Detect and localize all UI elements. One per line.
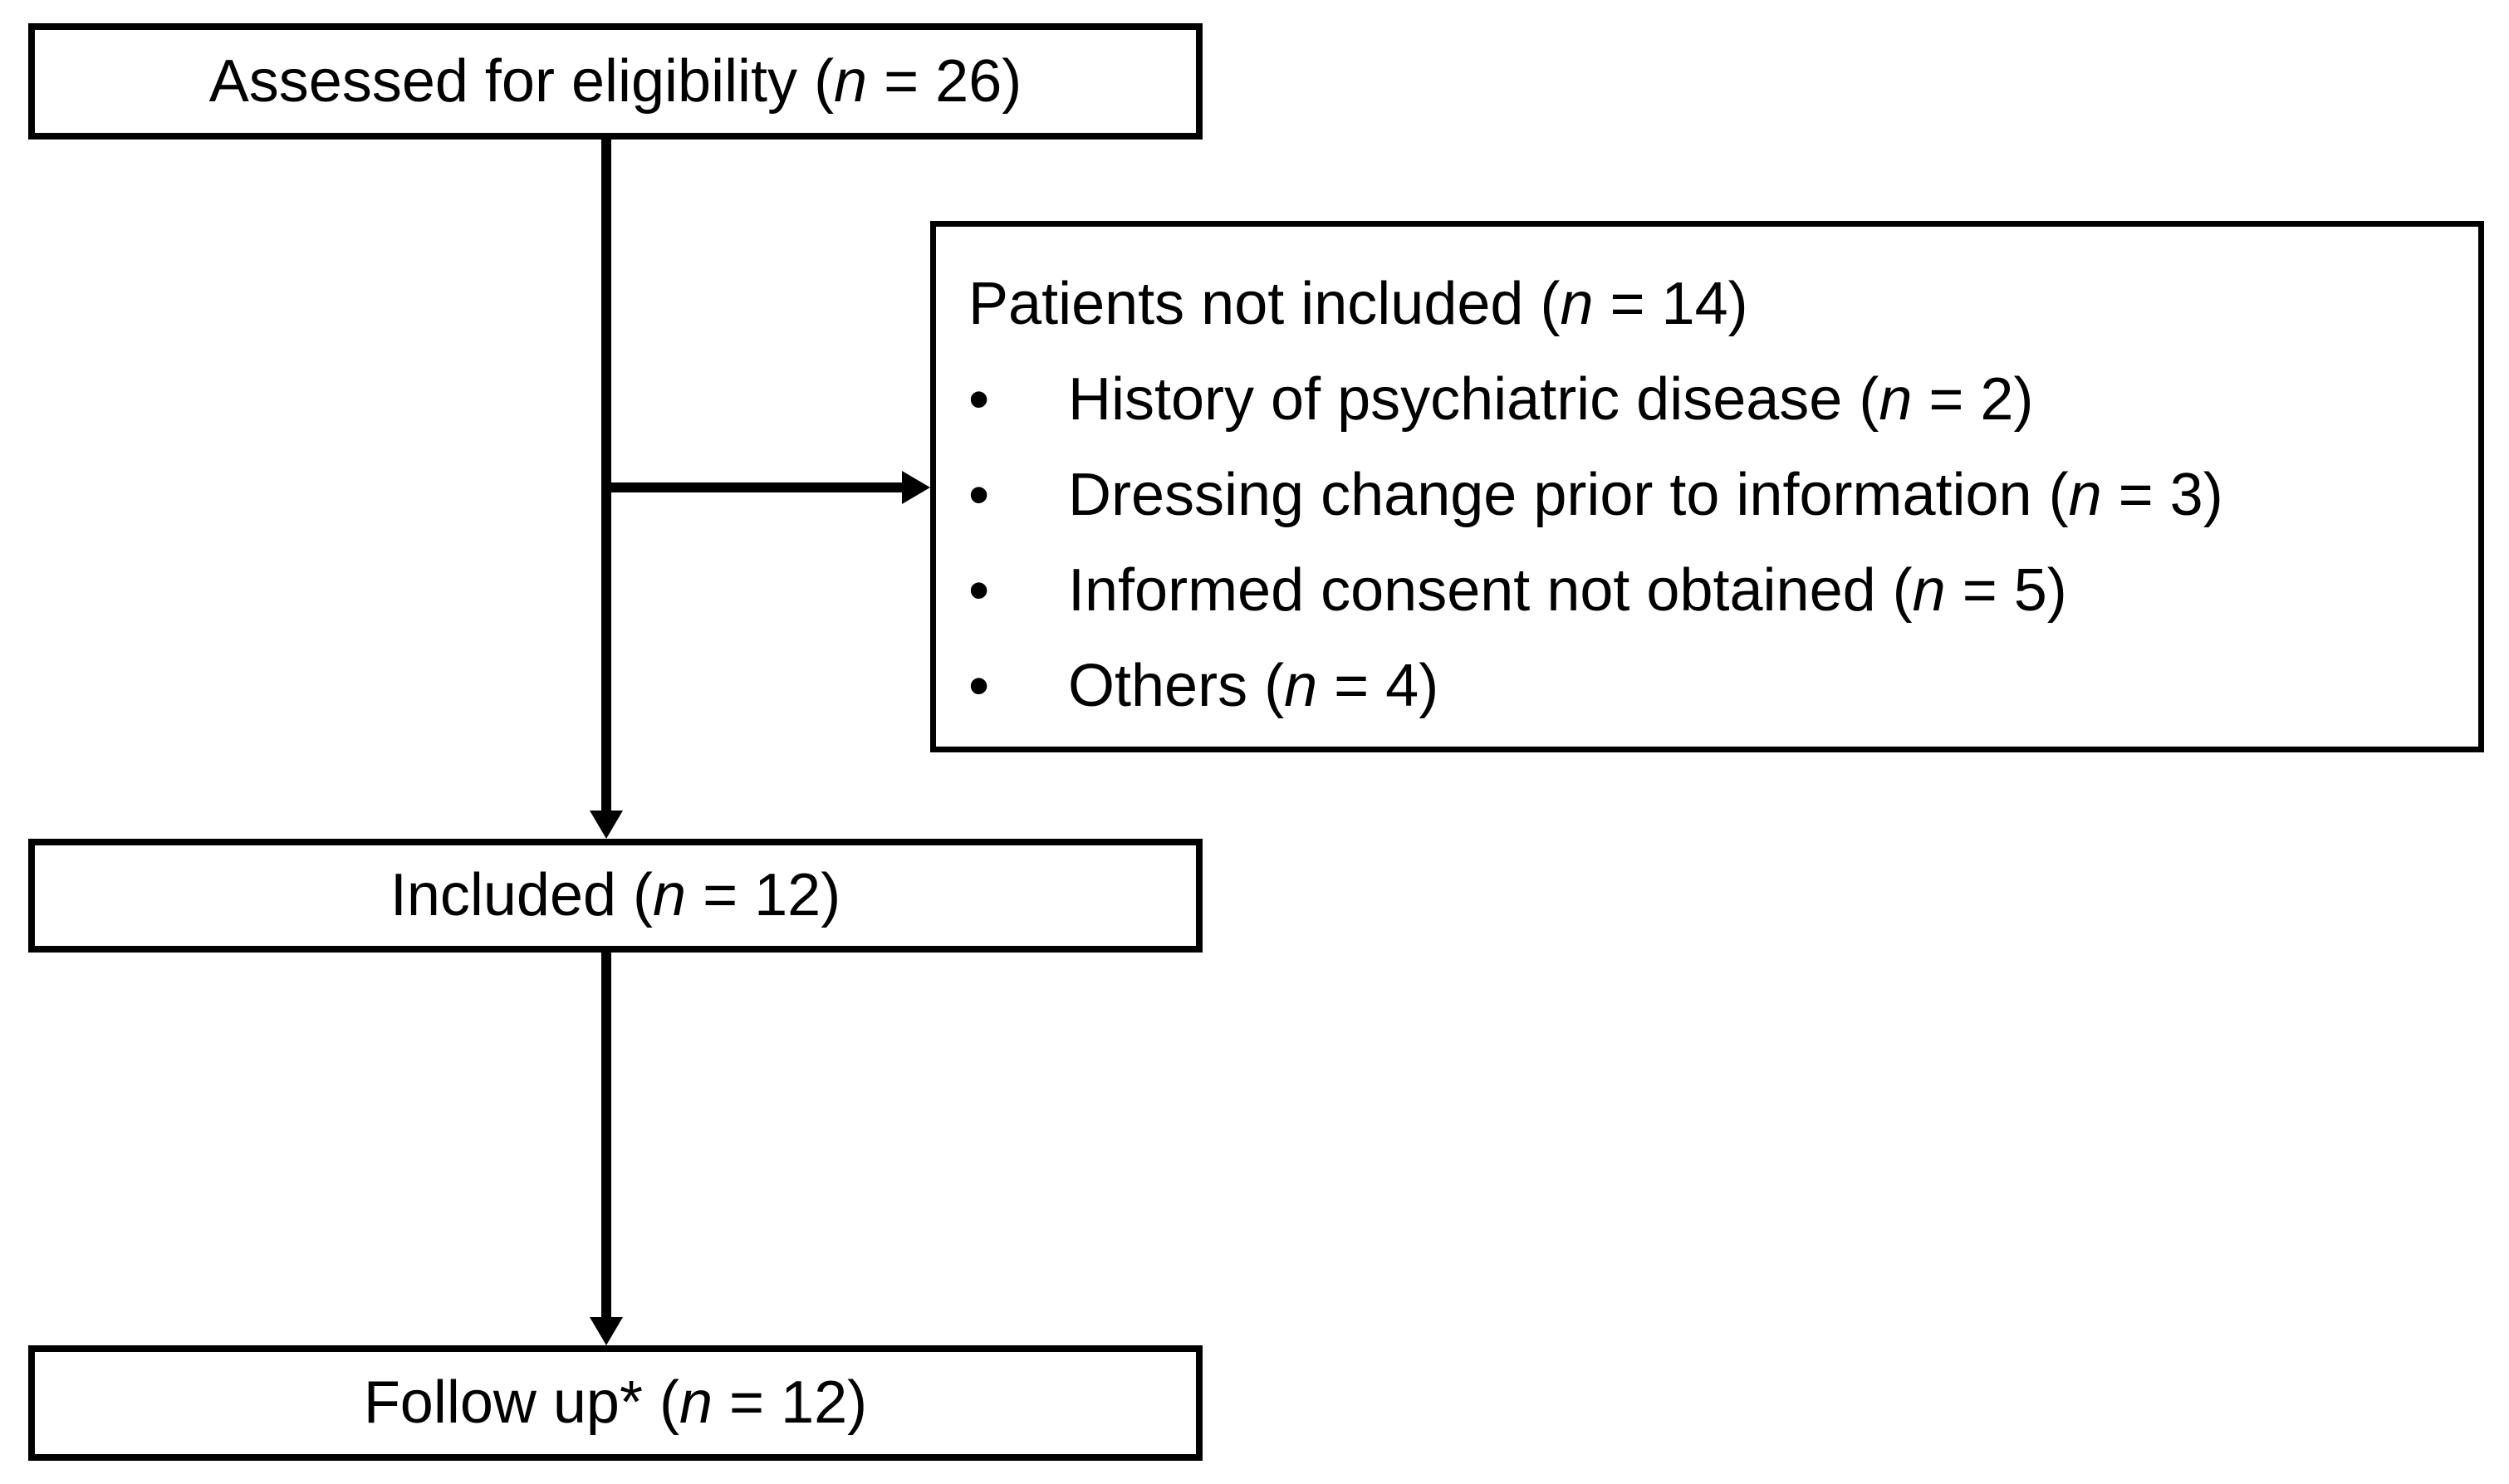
list-item: • Informed consent not obtained (n = 5) bbox=[968, 543, 2453, 639]
label-text-pre: Included ( bbox=[390, 862, 654, 929]
connector-line-branch bbox=[606, 482, 904, 492]
bullet-icon: • bbox=[968, 366, 990, 433]
connector-line-vertical-2 bbox=[601, 952, 611, 1320]
heading-text-post: = 14) bbox=[1593, 271, 1748, 337]
n-variable: n bbox=[1879, 366, 1913, 433]
list-item: • History of psychiatric disease (n = 2) bbox=[968, 352, 2453, 448]
list-item: • Others (n = 4) bbox=[968, 639, 2453, 734]
exclusion-reason-list: • History of psychiatric disease (n = 2)… bbox=[968, 352, 2453, 734]
n-variable: n bbox=[653, 862, 687, 929]
list-item-label: History of psychiatric disease (n = 2) bbox=[1068, 352, 2033, 448]
item-text-pre: Informed consent not obtained ( bbox=[1068, 557, 1913, 624]
item-text-post: = 3) bbox=[2101, 462, 2223, 528]
connector-line-vertical-1 bbox=[601, 139, 611, 814]
item-text-pre: Others ( bbox=[1068, 653, 1285, 719]
assessed-eligibility-label: Assessed for eligibility (n = 26) bbox=[209, 46, 1022, 117]
label-text-pre: Assessed for eligibility ( bbox=[208, 47, 835, 115]
n-variable: n bbox=[1912, 557, 1946, 624]
list-item-label: Dressing change prior to information (n … bbox=[1068, 448, 2223, 543]
bullet-icon: • bbox=[968, 462, 990, 528]
bullet-icon: • bbox=[968, 557, 990, 624]
included-box: Included (n = 12) bbox=[28, 839, 1203, 953]
assessed-eligibility-box: Assessed for eligibility (n = 26) bbox=[28, 23, 1203, 140]
item-text-post: = 4) bbox=[1317, 653, 1439, 719]
item-text-pre: Dressing change prior to information ( bbox=[1068, 462, 2069, 528]
list-item: • Dressing change prior to information (… bbox=[968, 448, 2453, 543]
arrowhead-right bbox=[902, 471, 930, 504]
included-label: Included (n = 12) bbox=[390, 860, 840, 931]
n-variable: n bbox=[1560, 271, 1594, 337]
follow-up-box: Follow up* (n = 12) bbox=[28, 1345, 1203, 1461]
arrowhead-down-1 bbox=[590, 811, 623, 839]
patients-not-included-heading: Patients not included (n = 14) bbox=[968, 257, 2453, 352]
heading-text-pre: Patients not included ( bbox=[968, 271, 1561, 337]
arrowhead-down-2 bbox=[590, 1317, 623, 1345]
n-variable: n bbox=[1284, 653, 1318, 719]
item-text-pre: History of psychiatric disease ( bbox=[1068, 366, 1879, 433]
list-item-label: Informed consent not obtained (n = 5) bbox=[1068, 543, 2067, 639]
label-text-post: = 26) bbox=[867, 47, 1022, 115]
item-text-post: = 5) bbox=[1945, 557, 2067, 624]
follow-up-label: Follow up* (n = 12) bbox=[364, 1367, 867, 1438]
n-variable: n bbox=[2068, 462, 2102, 528]
n-variable: n bbox=[679, 1369, 713, 1437]
item-text-post: = 2) bbox=[1912, 366, 2034, 433]
label-text-post: = 12) bbox=[686, 862, 841, 929]
list-item-label: Others (n = 4) bbox=[1068, 639, 1438, 734]
n-variable: n bbox=[834, 47, 868, 115]
bullet-icon: • bbox=[968, 653, 990, 719]
label-text-pre: Follow up* ( bbox=[363, 1369, 679, 1437]
patients-not-included-box: Patients not included (n = 14) • History… bbox=[930, 221, 2484, 752]
label-text-post: = 12) bbox=[713, 1369, 868, 1437]
